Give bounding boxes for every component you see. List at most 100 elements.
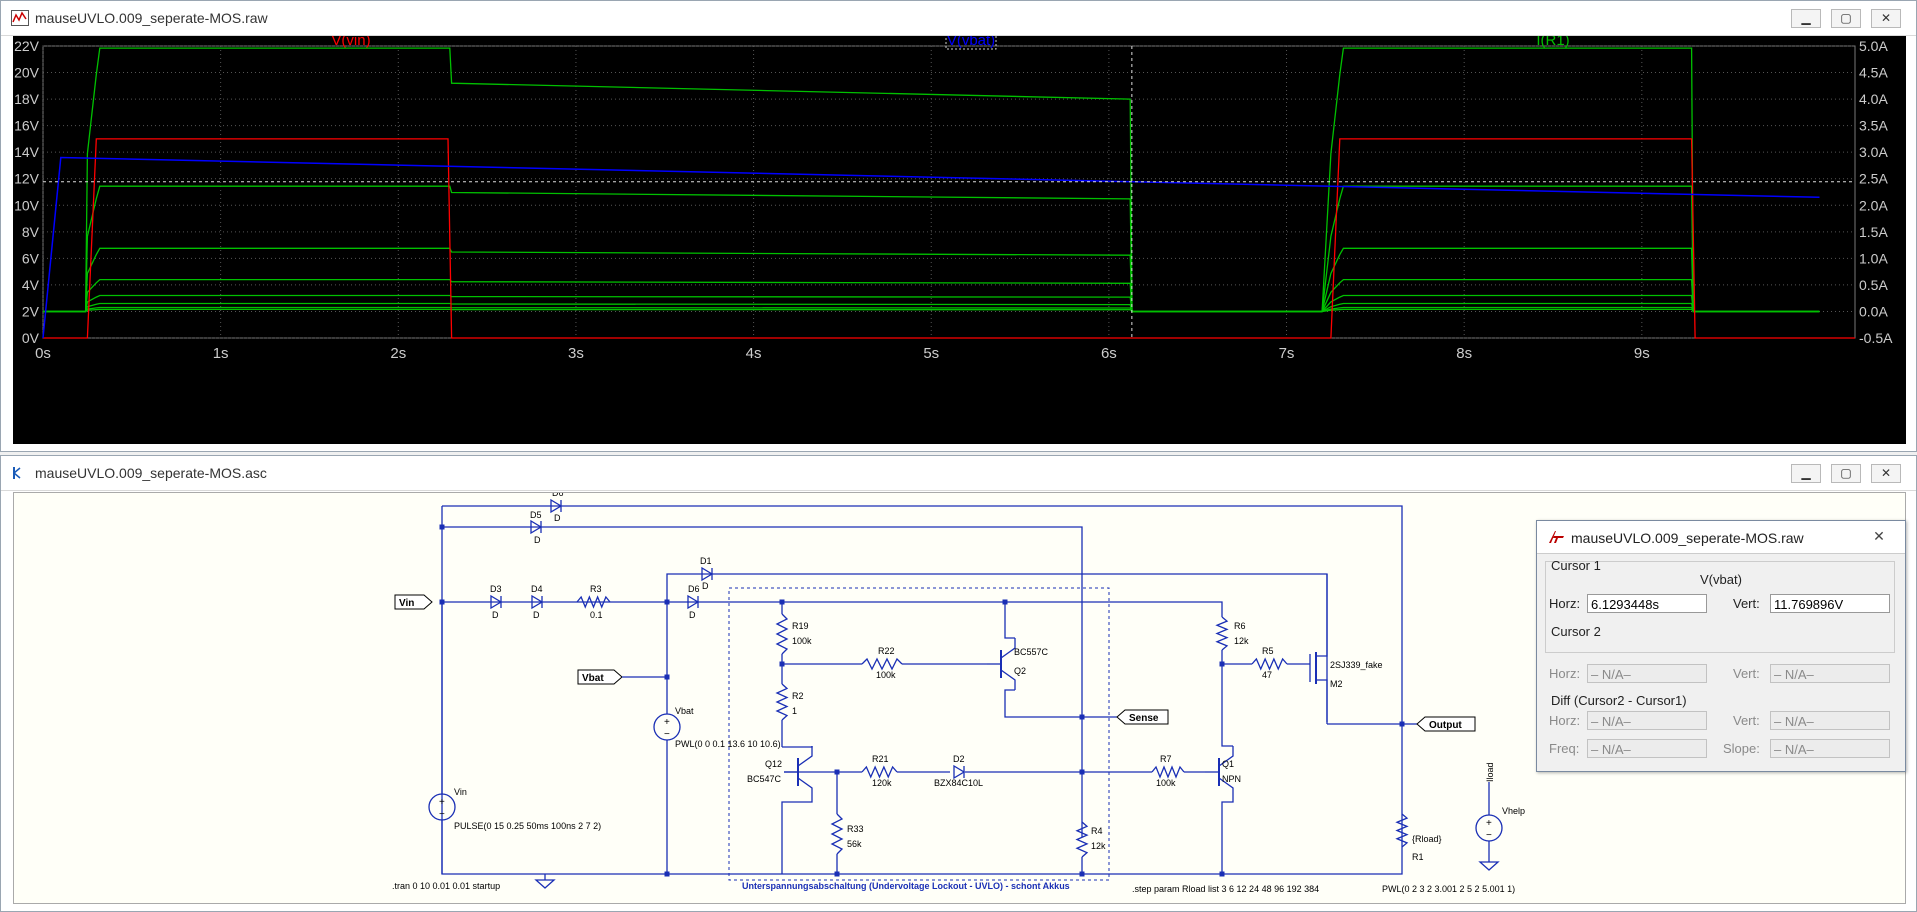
y-left-tick-label: 4V [22,277,40,293]
r2-resistor [775,683,789,721]
q12-transistor-emitter [797,777,813,798]
cursor-dialog-titlebar[interactable]: mauseUVLO.009_seperate-MOS.raw ✕ [1537,521,1905,554]
r1-label: R1 [1412,852,1424,862]
source-minus-sign: − [1486,830,1492,841]
d3-diode [490,594,503,610]
i-r1-trace [43,302,1820,313]
cursor2-horz-label: Horz: [1549,666,1581,681]
waveform-titlebar[interactable]: mauseUVLO.009_seperate-MOS.raw ▁ ▢ ✕ [1,1,1916,36]
x-tick-label: 4s [746,345,762,362]
d3-label: D3 [490,584,502,594]
vbat-label: Vbat [675,706,694,716]
i-r1-trace [43,308,1820,313]
iload-label: Iload [1485,762,1495,782]
maximize-button[interactable]: ▢ [1831,9,1861,28]
x-tick-label: 0s [35,345,51,362]
schematic-app-icon [13,467,21,479]
cursor-dialog-title: mauseUVLO.009_seperate-MOS.raw [1571,530,1804,546]
schematic-drawing[interactable]: D5DD6DVinD3DD4DR30.1D1DD6DR19100kR21R221… [14,488,1905,903]
r5-value: 47 [1262,670,1272,680]
y-right-tick-label: 2.5A [1859,171,1888,187]
schematic-titlebar[interactable]: mauseUVLO.009_seperate-MOS.asc ▁ ▢ ✕ [1,456,1916,491]
diff-vert-label: Vert: [1733,713,1760,728]
minimize-button[interactable]: ▁ [1791,464,1821,483]
vbat-pwl-value: PWL(0 0 0.1 13.6 10 10.6) [675,739,781,749]
wire [1316,574,1328,657]
y-left-tick-label: 20V [14,65,40,81]
vhelp-ground-symbol [1478,861,1500,871]
wire [1004,689,1082,718]
r4-label: R4 [1091,826,1103,836]
diff-vert-field: – N/A– [1770,711,1890,730]
r21-label: R21 [872,754,889,764]
vbat-net-label [577,669,623,685]
v-vin-trace [43,138,1855,339]
source-minus-sign: − [664,729,670,740]
r22-value: 100k [876,670,896,680]
source-plus-sign: + [664,717,670,728]
trace-label[interactable]: V(vin) [331,32,370,49]
cursor2-vert-label: Vert: [1733,666,1760,681]
x-tick-label: 5s [923,345,939,362]
q12-model: BC547C [747,774,782,784]
cursor1-vert-field[interactable]: 11.769896V [1770,594,1890,613]
d5-label: D5 [530,510,542,520]
y-left-tick-label: 22V [14,38,40,54]
d6-diode [687,594,700,610]
diff-horz-label: Horz: [1549,713,1581,728]
d6-top-value: D [554,513,561,523]
y-right-tick-label: 3.0A [1859,144,1888,160]
y-right-tick-label: -0.5A [1859,330,1893,346]
close-button[interactable]: ✕ [1873,529,1885,545]
q1-model: NPN [1222,774,1241,784]
uvlo-region-box [728,587,1110,881]
d1-wire [666,573,1328,722]
d3-value: D [492,610,499,620]
diff-horz-field: – N/A– [1587,711,1707,730]
diff-label: Diff (Cursor2 - Cursor1) [1551,693,1687,708]
ltspice-logo-icon [1549,531,1564,543]
cursor2-label: Cursor 2 [1551,624,1601,639]
y-left-tick-label: 12V [14,171,40,187]
x-tick-label: 1s [213,345,229,362]
q2-label: Q2 [1014,666,1026,676]
q2-transistor-emitter [1000,669,1016,690]
x-tick-label: 7s [1279,345,1295,362]
r4-resistor [1075,821,1089,858]
diff-freq-field: – N/A– [1587,739,1707,758]
r7-label: R7 [1160,754,1172,764]
y-left-tick-label: 14V [14,144,40,160]
r22-label: R22 [878,646,895,656]
x-tick-label: 6s [1101,345,1117,362]
y-right-tick-label: 2.0A [1859,197,1888,213]
v-vbat-trace [42,156,1820,339]
tran-directive: .tran 0 10 0.01 0.01 startup [392,881,500,891]
source-plus-sign: + [439,797,445,808]
r5-resistor [1251,657,1288,671]
y-left-tick-label: 8V [22,224,40,240]
y-right-tick-label: 4.0A [1859,91,1888,107]
d6-top-diode [550,498,563,514]
trace-label[interactable]: I(R1) [1536,32,1569,49]
close-button[interactable]: ✕ [1871,464,1901,483]
d6-value: D [689,610,696,620]
r33-value: 56k [847,839,862,849]
maximize-button[interactable]: ▢ [1831,464,1861,483]
wire-d5-rail [442,526,1083,837]
waveform-plot[interactable]: 0V2V4V6V8V10V12V14V16V18V20V22V-0.5A0.0A… [13,29,1906,444]
r5-label: R5 [1262,646,1274,656]
cursor1-horz-field[interactable]: 6.1293448s [1587,594,1707,613]
y-right-tick-label: 3.5A [1859,118,1888,134]
y-right-tick-label: 1.0A [1859,250,1888,266]
i-r1-trace [43,278,1820,313]
y-right-tick-label: 1.5A [1859,224,1888,240]
trace-label[interactable]: V(vbat) [947,32,995,49]
close-button[interactable]: ✕ [1871,9,1901,28]
vbat-net-label-text: Vbat [582,673,604,684]
source-minus-sign: − [439,809,445,820]
cursor1-group [1545,561,1895,653]
minimize-button[interactable]: ▁ [1791,9,1821,28]
y-left-tick-label: 18V [14,91,40,107]
step-directive: .step param Rload list 3 6 12 24 48 96 1… [1132,884,1319,894]
